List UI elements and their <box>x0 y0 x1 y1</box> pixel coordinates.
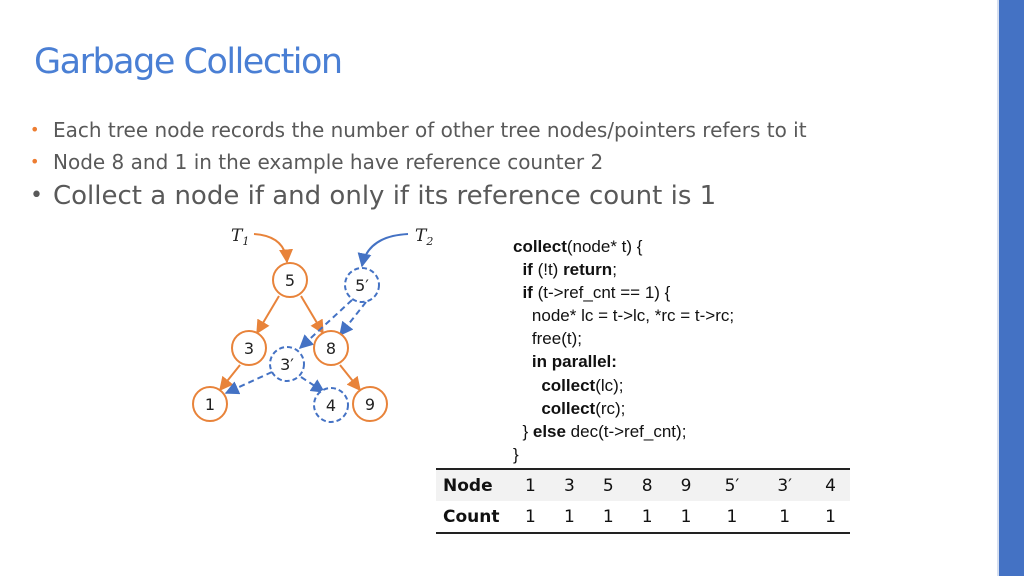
bullet-dot-icon: • <box>30 183 43 208</box>
table-cell: 1 <box>680 506 692 527</box>
edge-5-3 <box>256 295 280 335</box>
table-cell: 1 <box>726 506 738 527</box>
table-cell: 1 <box>825 506 836 527</box>
svg-text:3: 3 <box>244 339 254 358</box>
edge-3-1 <box>219 364 241 392</box>
edge-5prime-8 <box>339 301 367 337</box>
pointer-label-t2: T2 <box>415 226 433 248</box>
bullet-dot-icon: • <box>30 120 40 139</box>
tree-node-1: 1 <box>192 386 228 422</box>
tree-node-4: 4 <box>313 387 349 423</box>
collect-code-block: collect(node* t) { if (!t) return; if (t… <box>513 237 735 464</box>
edge-5prime-3prime <box>298 299 353 349</box>
table-cell: 5 <box>588 469 628 501</box>
table-cell: 3′ <box>758 469 812 501</box>
bullet-item: • Node 8 and 1 in the example have refer… <box>30 148 807 180</box>
svg-text:1: 1 <box>205 395 215 414</box>
t1-pointer-arrow <box>253 233 294 264</box>
row-header-count: Count <box>443 506 500 527</box>
table-cell: 1 <box>563 506 575 527</box>
table-cell: 1 <box>525 506 536 527</box>
tree-node-5-prime: 5′ <box>344 267 380 303</box>
tree-diagram: T1 T2 5 3 8 1 9 5′ 3′ 4 <box>192 226 433 423</box>
reference-count-table: Node 1 3 5 8 9 5′ 3′ 4 Count 1 1 1 1 1 1… <box>436 468 850 534</box>
t2-pointer-arrow <box>357 233 409 268</box>
svg-text:5: 5 <box>285 271 295 290</box>
slide-title: Garbage Collection <box>34 42 343 82</box>
table-row-node: Node 1 3 5 8 9 5′ 3′ 4 <box>436 469 850 501</box>
table-cell: 9 <box>666 469 706 501</box>
tree-node-9: 9 <box>352 386 388 422</box>
svg-text:9: 9 <box>365 395 375 414</box>
table-cell: 5′ <box>705 469 759 501</box>
svg-text:4: 4 <box>326 396 336 415</box>
bullet-text: Each tree node records the number of oth… <box>53 118 807 142</box>
row-header-node: Node <box>436 469 511 501</box>
bullet-dot-icon: • <box>30 152 40 171</box>
svg-text:3′: 3′ <box>280 355 294 374</box>
table-cell: 4 <box>811 469 850 501</box>
slide-accent-bar <box>997 0 1024 576</box>
svg-text:8: 8 <box>326 339 336 358</box>
bullet-text: Collect a node if and only if its refere… <box>53 181 717 211</box>
tree-node-3-prime: 3′ <box>269 346 305 382</box>
table-cell: 1 <box>602 506 614 527</box>
table-cell: 1 <box>511 469 550 501</box>
edge-8-9 <box>339 364 361 392</box>
edge-5-8 <box>300 295 324 335</box>
svg-text:5′: 5′ <box>355 276 369 295</box>
table-row-count: Count 1 1 1 1 1 1 1 1 <box>436 501 850 533</box>
bullet-item: • Each tree node records the number of o… <box>30 116 807 148</box>
edge-3prime-1 <box>224 371 273 395</box>
bullet-item: • Collect a node if and only if its refe… <box>30 178 807 214</box>
table-cell: 1 <box>641 506 653 527</box>
tree-node-8: 8 <box>313 330 349 366</box>
table-cell: 3 <box>549 469 589 501</box>
tree-node-5: 5 <box>272 262 308 298</box>
bullet-text: Node 8 and 1 in the example have referen… <box>53 150 604 174</box>
table-cell: 8 <box>627 469 667 501</box>
table-cell: 1 <box>779 506 791 527</box>
bullet-list: • Each tree node records the number of o… <box>30 116 807 214</box>
tree-node-3: 3 <box>231 330 267 366</box>
pointer-label-t1: T1 <box>231 226 249 248</box>
edge-3prime-4 <box>300 376 326 393</box>
